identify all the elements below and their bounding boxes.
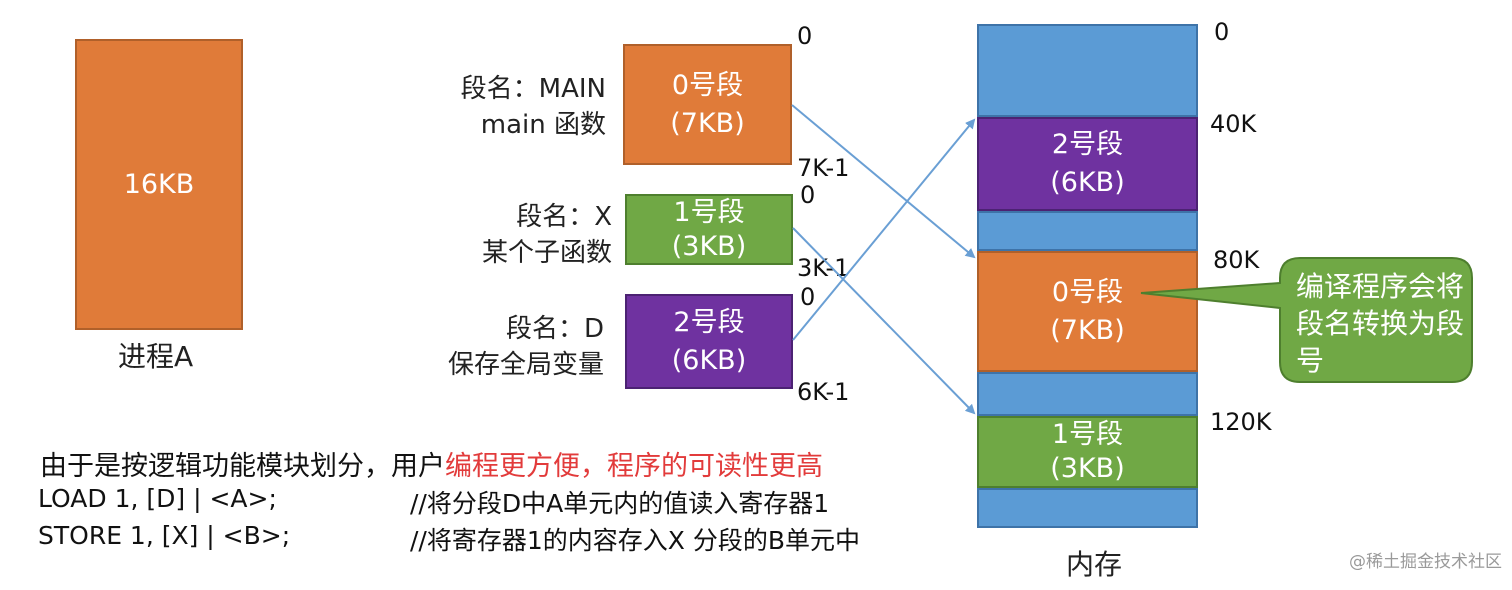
memory-segment-1-title: 1号段: [1051, 419, 1124, 450]
callout-text: 编译程序会将段名转换为段号: [1296, 270, 1465, 377]
memory-segment-0: 0号段 (7KB): [977, 251, 1198, 372]
segment-1-name: 段名：X: [516, 202, 612, 232]
logical-segment-2: 2号段 (6KB): [625, 294, 793, 389]
code-line-1-comment: //将分段D中A单元内的值读入寄存器1: [410, 489, 830, 518]
memory-free-band-bottom: [977, 488, 1198, 528]
memory-segment-0-size: (7KB): [1050, 314, 1125, 346]
process-label: 进程A: [118, 340, 194, 373]
memory-segment-2: 2号段 (6KB): [977, 117, 1198, 211]
memory-segment-2-size: (6KB): [1050, 167, 1125, 198]
memory-segment-1: 1号段 (3KB): [977, 416, 1198, 488]
memory-segment-2-title: 2号段: [1051, 129, 1124, 160]
logical-segment-2-size: (6KB): [671, 344, 747, 376]
segment-2-name: 段名：D: [505, 314, 604, 344]
memory-free-band-3: [977, 372, 1198, 416]
watermark: @稀土掘金技术社区: [1349, 552, 1502, 572]
segment-1-start: 0: [800, 181, 816, 209]
note-line-1-normal: 由于是按逻辑功能模块划分，用户: [40, 451, 445, 482]
segment-0-start: 0: [797, 22, 813, 50]
memory-free-band-2: [977, 211, 1198, 251]
code-line-2-stmt: STORE 1, [X] | <B>;: [38, 521, 291, 550]
memory-label: 内存: [1066, 548, 1123, 581]
logical-segment-2-title: 2号段: [673, 306, 745, 338]
segment-0-desc: main 函数: [480, 110, 606, 140]
arrow-segment-0-to-memory: [791, 104, 976, 259]
memory-address-40k: 40K: [1210, 110, 1257, 138]
arrow-segment-2-to-memory: [792, 118, 976, 341]
memory-address-80k: 80K: [1213, 246, 1260, 274]
logical-segment-0-size: (7KB): [670, 107, 745, 139]
process-a-box: 16KB: [75, 39, 243, 330]
memory-segment-0-title: 0号段: [1051, 276, 1124, 308]
logical-segment-0: 0号段 (7KB): [623, 44, 792, 165]
segment-2-desc: 保存全局变量: [447, 350, 604, 380]
segment-1-desc: 某个子函数: [481, 238, 612, 268]
segment-2-start: 0: [800, 283, 816, 311]
note-line-1: 由于是按逻辑功能模块划分，用户编程更方便，程序的可读性更高: [40, 444, 823, 483]
code-line-1-stmt: LOAD 1, [D] | <A>;: [38, 484, 277, 513]
arrow-segment-1-to-memory: [792, 227, 976, 415]
logical-segment-1-title: 1号段: [673, 196, 745, 228]
note-line-1-highlight: 编程更方便，程序的可读性更高: [445, 451, 823, 482]
memory-free-band-top: [977, 24, 1198, 117]
segment-0-name: 段名：MAIN: [460, 74, 606, 104]
memory-address-0: 0: [1214, 18, 1230, 46]
code-line-2-comment: //将寄存器1的内容存入X 分段的B单元中: [410, 526, 860, 555]
logical-segment-0-title: 0号段: [671, 69, 744, 101]
segment-2-end: 6K-1: [797, 378, 850, 406]
memory-segment-1-size: (3KB): [1050, 453, 1125, 484]
process-size: 16KB: [123, 168, 195, 200]
memory-address-120k: 120K: [1210, 408, 1272, 436]
callout-bubble: [1140, 257, 1473, 383]
logical-segment-1-size: (3KB): [671, 230, 747, 262]
logical-segment-1: 1号段 (3KB): [625, 194, 793, 265]
segment-0-end: 7K-1: [797, 154, 850, 182]
